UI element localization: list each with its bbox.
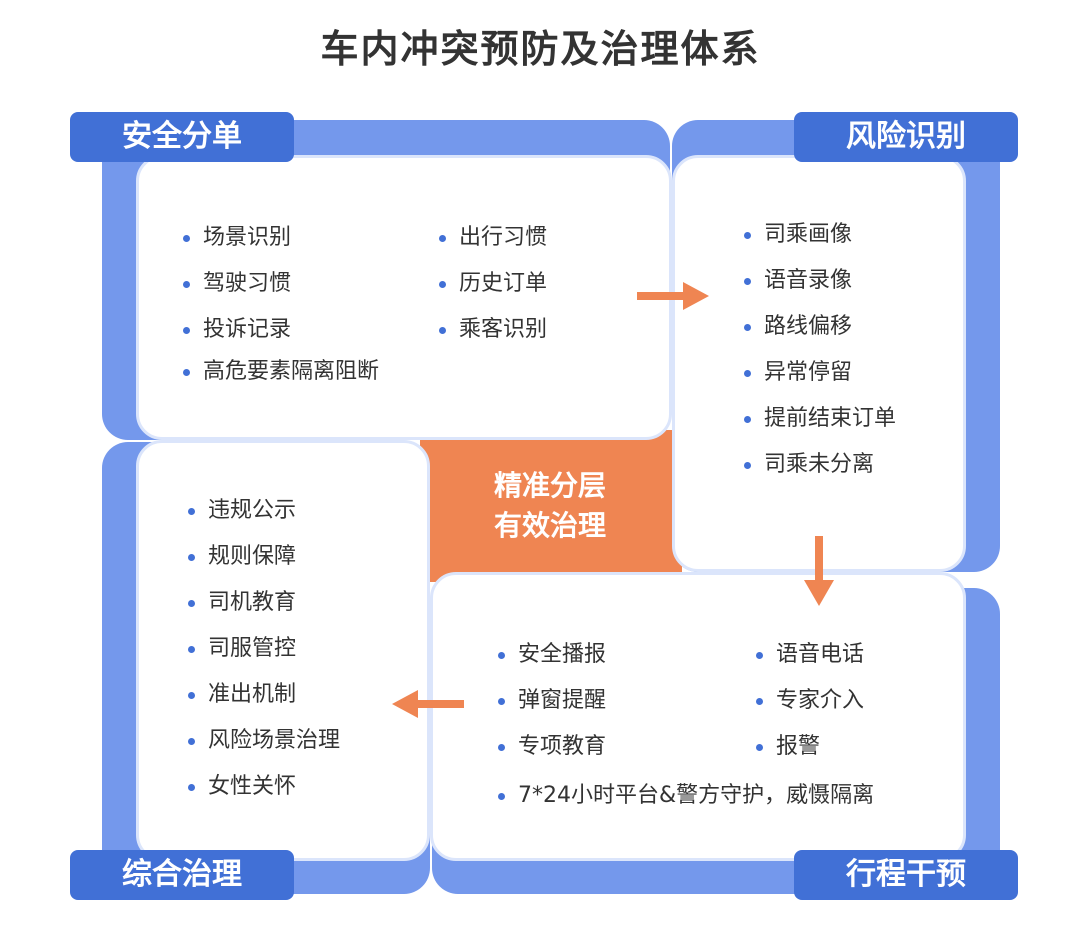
list-item: 出行习惯 [437, 215, 547, 261]
card-trip-intervention [430, 572, 966, 861]
center-line-2: 有效治理 [493, 509, 606, 542]
card-safety-dispatch [136, 155, 672, 440]
list-item: 司机教育 [186, 580, 340, 626]
trip-intervention-wide: 7*24小时平台&警方守护，威慑隔离 [496, 776, 874, 816]
list-item: 路线偏移 [742, 304, 896, 350]
list-item: 风险场景治理 [186, 718, 340, 764]
list-item: 司服管控 [186, 626, 340, 672]
diagram-title: 车内冲突预防及治理体系 [320, 27, 761, 71]
list-item: 驾驶习惯 [181, 261, 291, 307]
list-item: 女性关怀 [186, 764, 340, 810]
safety-dispatch-col2: 出行习惯 历史订单 乘客识别 [437, 215, 547, 353]
arrow-down-icon [804, 536, 834, 606]
center-block [420, 430, 682, 582]
safety-dispatch-wide: 高危要素隔离阻断 [181, 352, 379, 392]
list-item: 专项教育 [496, 724, 606, 770]
arrow-left-icon [392, 690, 464, 718]
center-text: 精准分层 有效治理 [430, 466, 670, 546]
list-item: 场景识别 [181, 215, 291, 261]
label-comprehensive-governance: 综合治理 [70, 850, 294, 900]
trip-intervention-col1: 安全播报 弹窗提醒 专项教育 [496, 632, 606, 770]
list-item: 语音录像 [742, 258, 896, 304]
safety-dispatch-col1: 场景识别 驾驶习惯 投诉记录 [181, 215, 291, 353]
list-item: 准出机制 [186, 672, 340, 718]
card-comprehensive-governance [136, 440, 430, 861]
list-item: 司乘未分离 [742, 442, 896, 488]
label-safety-dispatch: 安全分单 [70, 112, 294, 162]
list-item: 投诉记录 [181, 307, 291, 353]
risk-identification-list: 司乘画像 语音录像 路线偏移 异常停留 提前结束订单 司乘未分离 [742, 212, 896, 488]
label-risk-identification: 风险识别 [794, 112, 1018, 162]
list-item: 违规公示 [186, 488, 340, 534]
list-item: 司乘画像 [742, 212, 896, 258]
trip-intervention-col2: 语音电话 专家介入 报警 [754, 632, 864, 770]
arrow-right-icon [637, 282, 709, 310]
list-item: 安全播报 [496, 632, 606, 678]
list-item: 乘客识别 [437, 307, 547, 353]
list-item: 提前结束订单 [742, 396, 896, 442]
list-item: 专家介入 [754, 678, 864, 724]
list-item: 语音电话 [754, 632, 864, 678]
list-item: 报警 [754, 724, 864, 770]
list-item: 规则保障 [186, 534, 340, 580]
list-item: 历史订单 [437, 261, 547, 307]
list-item: 7*24小时平台&警方守护，威慑隔离 [496, 776, 874, 816]
list-item: 弹窗提醒 [496, 678, 606, 724]
card-risk-identification [672, 155, 966, 572]
center-line-1: 精准分层 [493, 469, 606, 502]
list-item: 异常停留 [742, 350, 896, 396]
comprehensive-governance-list: 违规公示 规则保障 司机教育 司服管控 准出机制 风险场景治理 女性关怀 [186, 488, 340, 810]
list-item: 高危要素隔离阻断 [181, 352, 379, 392]
label-trip-intervention: 行程干预 [794, 850, 1018, 900]
